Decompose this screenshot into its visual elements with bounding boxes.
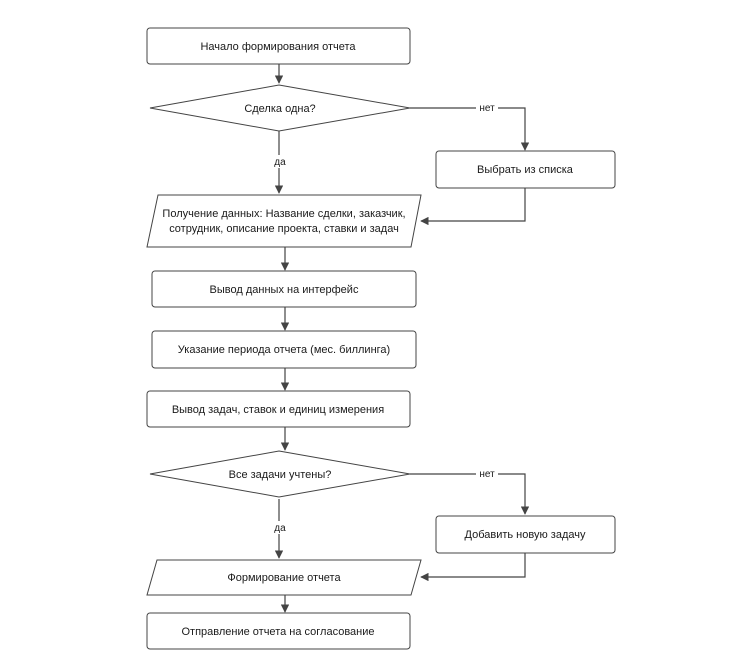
node-form-report: Формирование отчета (146, 559, 422, 596)
edge-label-tasks-yes-group: да (270, 521, 290, 534)
connector-decision-no-to-add-task (410, 473, 530, 515)
node-send-report-label: Отправление отчета на согласование (181, 626, 374, 638)
node-output-tasks-label: Вывод задач, ставок и единиц измерения (172, 404, 384, 416)
node-add-task: Добавить новую задачу (435, 515, 616, 554)
node-get-data-label-line1: Получение данных: Название сделки, заказ… (162, 208, 405, 220)
node-add-task-label: Добавить новую задачу (465, 529, 586, 541)
node-period-label: Указание периода отчета (мес. биллинга) (178, 344, 390, 356)
node-decision-tasks-label: Все задачи учтены? (229, 469, 332, 481)
edge-label-deal-no: нет (479, 103, 495, 114)
node-choose-list: Выбрать из списка (435, 150, 616, 189)
node-send-report: Отправление отчета на согласование (146, 612, 411, 650)
node-form-report-label: Формирование отчета (227, 572, 341, 584)
node-output-ui-label: Вывод данных на интерфейс (210, 284, 359, 296)
node-choose-list-label: Выбрать из списка (477, 164, 574, 176)
edge-label-deal-yes: да (274, 157, 286, 168)
edge-label-deal-no-group: нет (476, 101, 498, 114)
node-decision-tasks: Все задачи учтены? (149, 450, 411, 498)
node-output-ui: Вывод данных на интерфейс (151, 270, 417, 308)
node-output-tasks: Вывод задач, ставок и единиц измерения (146, 390, 411, 428)
node-start-label: Начало формирования отчета (200, 41, 356, 53)
node-decision-deal: Сделка одна? (149, 84, 411, 132)
connector-choose-to-get-data (420, 188, 526, 226)
connector-add-task-to-form-report (420, 553, 526, 582)
node-get-data: Получение данных: Название сделки, заказ… (146, 194, 422, 248)
edge-label-tasks-no-group: нет (476, 467, 498, 480)
node-decision-deal-label: Сделка одна? (244, 103, 315, 115)
edge-label-tasks-no: нет (479, 469, 495, 480)
edge-label-deal-yes-group: да (270, 155, 290, 168)
node-period: Указание периода отчета (мес. биллинга) (151, 330, 417, 369)
node-get-data-label-line2: сотрудник, описание проекта, ставки и за… (169, 223, 399, 235)
connector-decision-no-to-choose (410, 107, 530, 151)
node-start: Начало формирования отчета (146, 27, 411, 65)
edge-label-tasks-yes: да (274, 523, 286, 534)
